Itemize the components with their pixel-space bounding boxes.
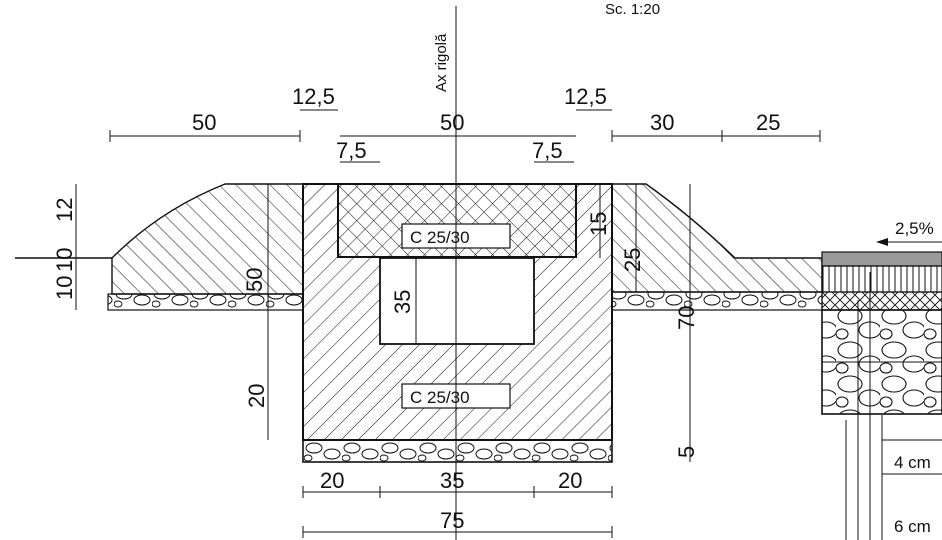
asphalt-layer: [821, 251, 942, 267]
dim-v-5: 5: [674, 446, 699, 458]
dim-top-30: 30: [650, 110, 674, 135]
dim-top-50-center: 50: [440, 110, 464, 135]
channel-stone-bed: [302, 439, 613, 463]
left-stone-layer: [107, 293, 304, 311]
dim-top-7-5-right: 7,5: [532, 138, 563, 163]
dim-left-10b: 10: [52, 276, 77, 300]
dim-v-70: 70: [674, 306, 699, 330]
crossed-layer: [821, 291, 942, 311]
left-earth-fill: [111, 183, 304, 295]
concrete-bottom-label: C 25/30: [410, 388, 470, 407]
dim-top-12-5-left: 12,5: [292, 84, 335, 109]
dim-top-12-5-right: 12,5: [564, 84, 607, 109]
layer-label-2: 6 cm: [894, 517, 931, 536]
dim-v-50: 50: [242, 268, 267, 292]
binder-layer: [821, 265, 942, 293]
dim-v-35: 35: [390, 290, 415, 314]
scale-label: Sc. 1:20: [605, 1, 660, 18]
dim-bottom-20-right: 20: [558, 468, 582, 493]
channel-opening: [379, 257, 535, 345]
dim-top-25: 25: [756, 110, 780, 135]
dim-top-7-5-left: 7,5: [336, 138, 367, 163]
dim-left-12: 12: [52, 198, 77, 222]
slope-arrow-head: [876, 238, 888, 246]
dim-top-50-left: 50: [192, 110, 216, 135]
layer-label-1: 4 cm: [894, 453, 931, 472]
dim-bottom-20-left: 20: [320, 468, 344, 493]
dim-bottom-35: 35: [440, 468, 464, 493]
dim-v-25: 25: [620, 248, 645, 272]
concrete-top-label: C 25/30: [410, 228, 470, 247]
right-stone-layer: [611, 291, 823, 311]
dim-v-20: 20: [244, 384, 269, 408]
dim-left-10a: 10: [52, 248, 77, 272]
dim-v-15: 15: [586, 212, 611, 236]
dim-bottom-75: 75: [440, 508, 464, 533]
axis-label: Ax rigolă: [433, 33, 450, 92]
right-earth-fill: [611, 183, 823, 293]
slope-label: 2,5%: [895, 219, 934, 238]
